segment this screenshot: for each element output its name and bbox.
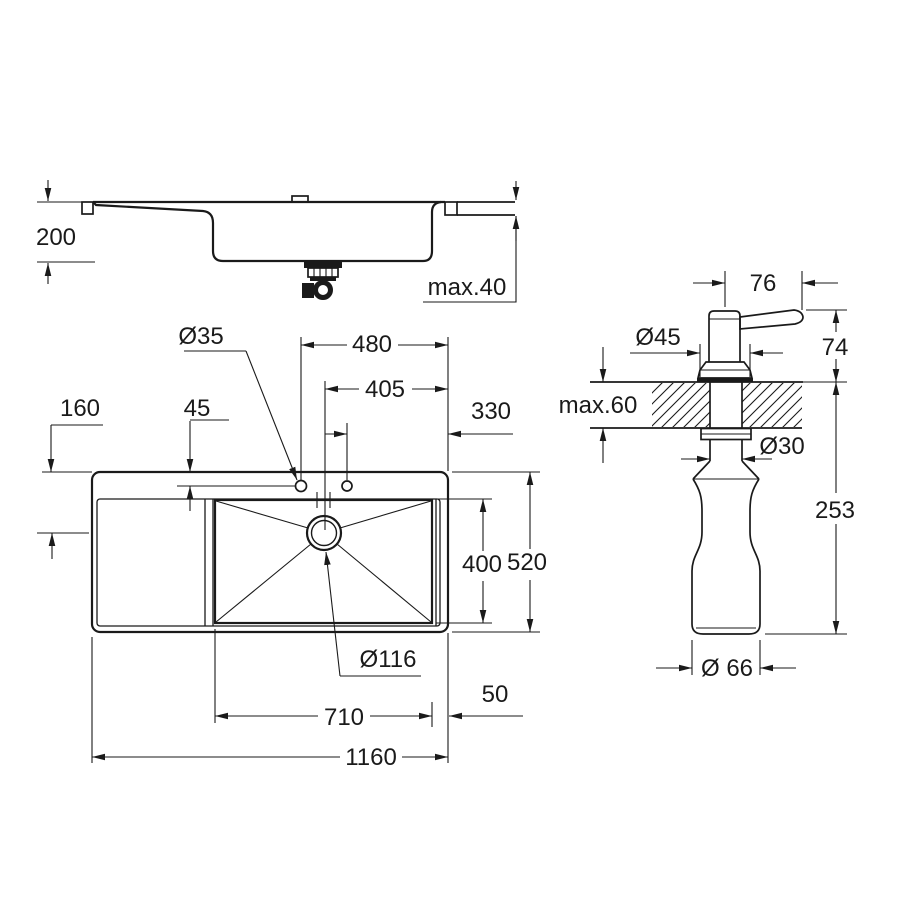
dim-edge-to-drain: 160 xyxy=(60,395,100,422)
dim-flange-diameter: Ø45 xyxy=(635,324,680,351)
dim-shank-diameter: Ø30 xyxy=(759,433,804,460)
dim-height-above-counter: 74 xyxy=(822,334,849,361)
drain-inner-circle xyxy=(310,519,338,547)
dim-faucet-hole-diameter: Ø35 xyxy=(178,323,223,350)
dim-dispenser-to-right: 330 xyxy=(471,398,511,425)
dispenser-view: 76 74 253 max.60 Ø45 Ø30 Ø 66 xyxy=(559,270,855,682)
bowl-outline xyxy=(213,498,434,625)
counter-section-right xyxy=(444,201,458,216)
dim-height-below-counter: 253 xyxy=(815,497,855,524)
dispenser-hole xyxy=(341,480,353,492)
faucet-hole xyxy=(294,479,308,493)
side-section-view: 200 max.40 xyxy=(36,180,520,303)
dim-right-margin: 50 xyxy=(482,681,509,708)
spout xyxy=(739,309,804,330)
dim-max-counter-thickness: max.60 xyxy=(559,392,638,419)
bottle-outline xyxy=(691,478,761,635)
dim-bottle-diameter: Ø 66 xyxy=(701,655,753,682)
sink-profile-outline xyxy=(92,200,442,263)
counter-hatch-left xyxy=(652,383,710,427)
dim-overall-width: 1160 xyxy=(345,744,397,771)
pump-head xyxy=(708,310,741,362)
drain-outlet-circle xyxy=(313,280,333,300)
drain-assembly-side xyxy=(302,261,342,300)
counter-section-left xyxy=(81,201,94,215)
dim-drain-diameter: Ø116 xyxy=(360,646,417,673)
plan-view: 480 405 330 45 160 710 50 1160 520 400 Ø xyxy=(37,323,547,771)
dim-drain-to-right: 405 xyxy=(365,376,405,403)
drain-outer-circle xyxy=(305,514,343,552)
dim-hole-offset: 45 xyxy=(184,395,211,422)
dim-overall-depth: 520 xyxy=(507,549,547,576)
dim-spout-reach: 76 xyxy=(750,270,777,297)
dim-bowl-depth-plan: 400 xyxy=(462,551,502,578)
faucet-hole-boss xyxy=(291,195,309,203)
dim-faucet-to-right: 480 xyxy=(352,331,392,358)
dim-counter-thickness: max.40 xyxy=(428,274,507,301)
sink-outer-outline xyxy=(90,470,450,634)
dim-bowl-depth: 200 xyxy=(36,224,76,251)
counter-hatch-right xyxy=(742,383,802,427)
dim-bowl-width: 710 xyxy=(324,704,364,731)
